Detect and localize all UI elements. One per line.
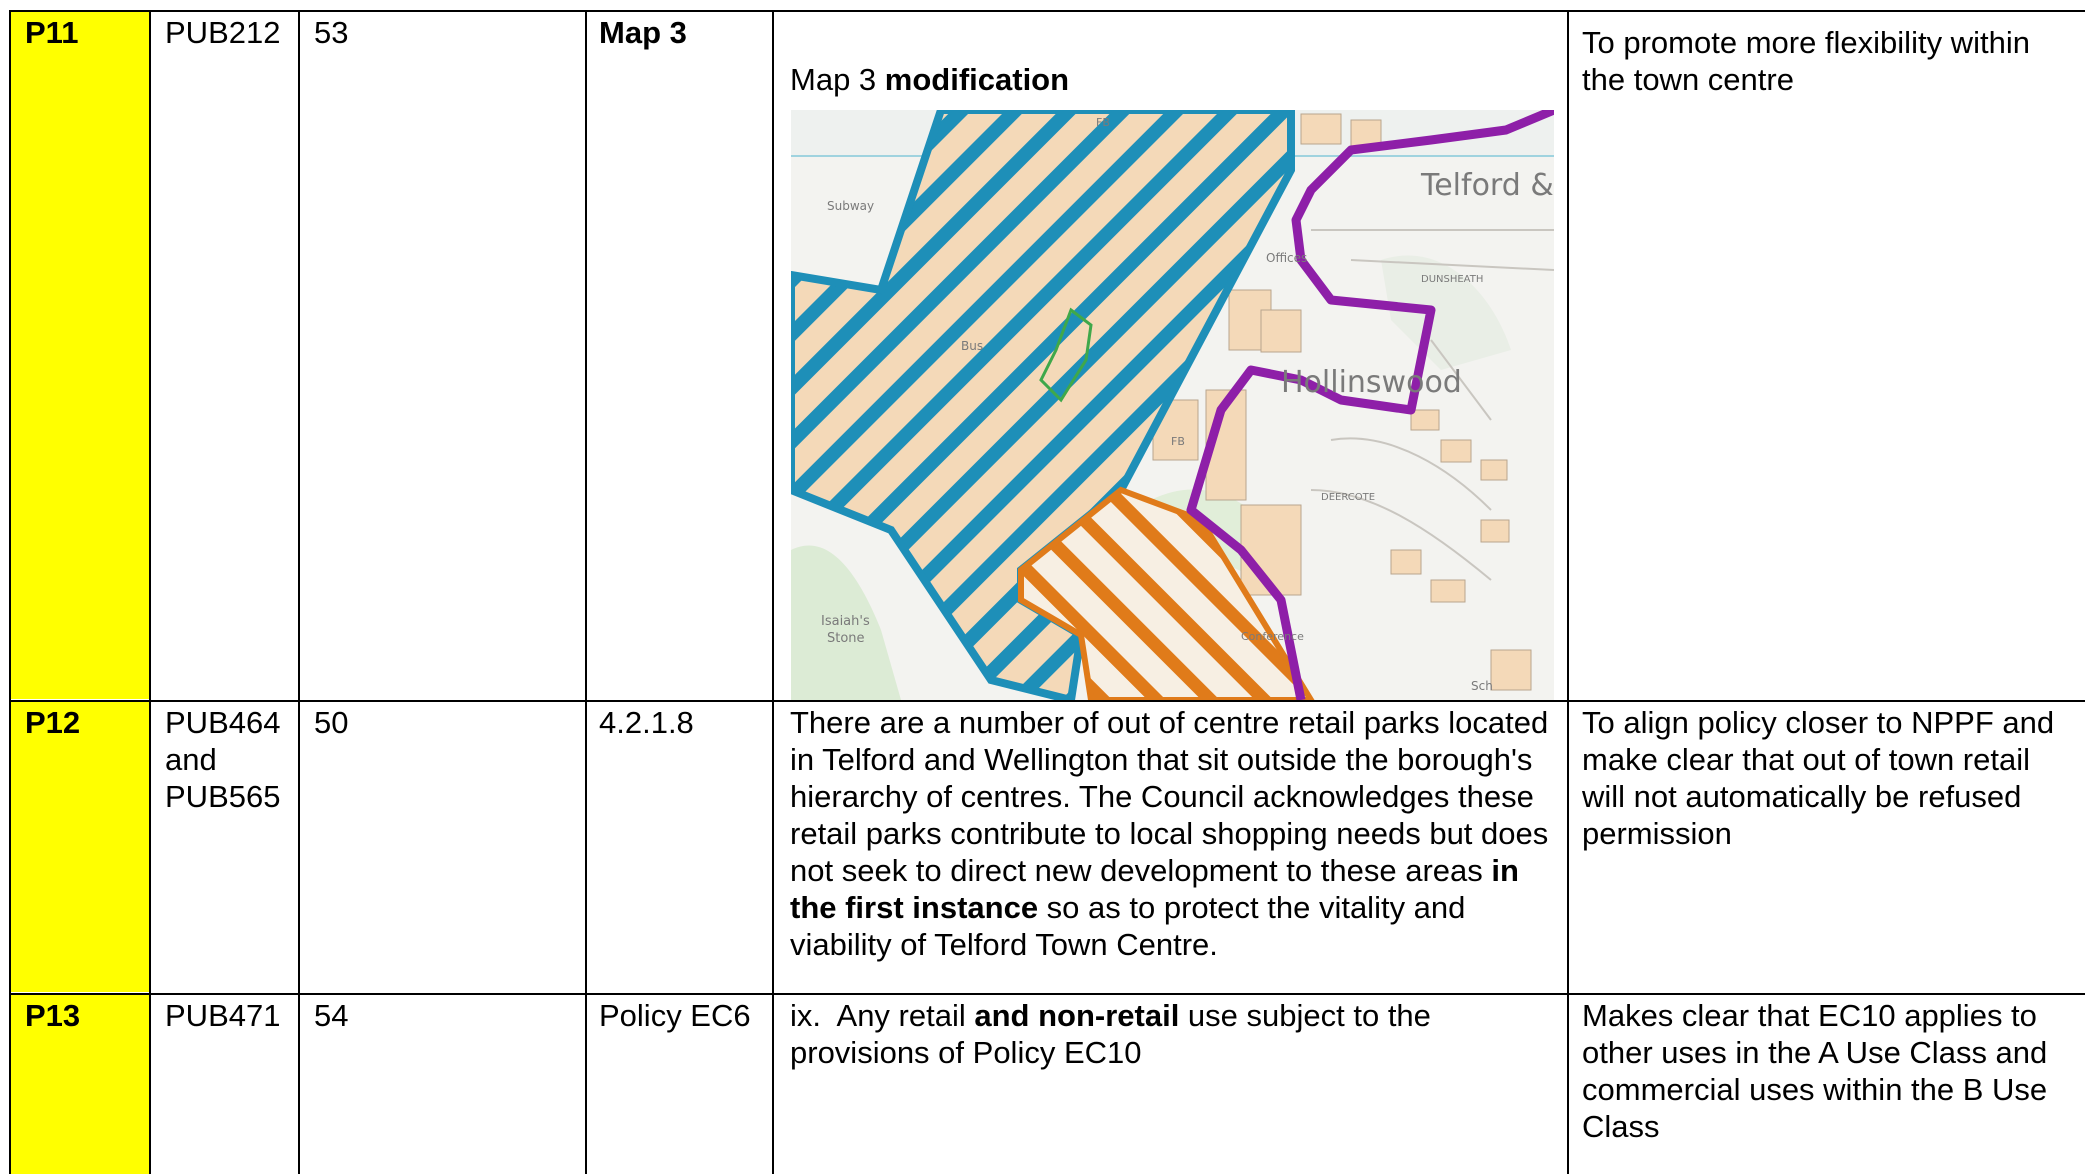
map-label-hollinswood: Hollinswood	[1281, 365, 1462, 400]
table-rule	[9, 993, 2085, 995]
paragraph-ref: Policy EC6	[599, 998, 751, 1033]
document-ref: PUB212	[165, 15, 281, 50]
change-text-bold: and non-retail	[974, 998, 1180, 1033]
table-rule	[585, 10, 587, 1174]
ref-cell-p12	[11, 702, 149, 992]
change-text-part: There are a number of out of centre reta…	[790, 705, 1549, 888]
map-label-isaiah: Isaiah's	[821, 614, 870, 629]
change-text: ix. Any retail and non-retail use subjec…	[790, 997, 1560, 1071]
map-label-bus: Bus	[961, 339, 983, 353]
table-rule	[298, 10, 300, 1174]
table-rule	[9, 10, 2085, 12]
change-title-prefix: Map 3	[790, 62, 885, 97]
map-label-stone: Stone	[827, 631, 865, 646]
table-rule	[149, 10, 151, 1174]
map-label-subway: Subway	[827, 199, 874, 213]
table-rule	[1567, 10, 1569, 1174]
ref-id: P11	[25, 15, 79, 50]
change-text-bold: in the first instance	[790, 853, 1519, 925]
map-label-fb: FB	[1096, 116, 1110, 129]
table-rule	[772, 10, 774, 1174]
reason-text: To align policy closer to NPPF and make …	[1582, 705, 2055, 851]
page-number: 50	[314, 705, 349, 740]
map-label-fb: FB	[1171, 435, 1185, 448]
ref-id: P13	[25, 998, 81, 1033]
change-text-part: use subject to the provisions of Policy …	[790, 998, 1440, 1070]
document-ref: PUB471	[165, 998, 281, 1033]
change-title-bold: modification	[884, 62, 1070, 97]
change-title: Map 3 modification	[790, 61, 1069, 98]
map-label-dunsheath: DUNSHEATH	[1421, 274, 1483, 285]
table-rule	[9, 700, 2085, 702]
change-text: There are a number of out of centre reta…	[790, 704, 1560, 963]
ref-cell-p11	[11, 12, 149, 699]
change-text-part: so as to protect the vitality and viabil…	[790, 890, 1466, 962]
change-text-part: ix. Any retail	[790, 998, 975, 1033]
map-label-sch: Sch	[1471, 679, 1493, 693]
document-ref-line: PUB464	[165, 705, 281, 740]
page-number: 53	[314, 15, 349, 50]
map-label-offices: Offices	[1266, 251, 1307, 265]
map-label-telford: Telford &	[1420, 168, 1554, 203]
reason-text: Makes clear that EC10 applies to other u…	[1582, 998, 2048, 1144]
map-label-conference: Conference	[1241, 630, 1304, 643]
ref-cell-p13	[11, 995, 149, 1174]
page-number: 54	[314, 998, 349, 1033]
paragraph-ref: 4.2.1.8	[599, 705, 694, 740]
paragraph-ref: Map 3	[599, 15, 687, 50]
reason-text: To promote more flexibility within the t…	[1582, 25, 2030, 97]
document-ref-line: PUB565	[165, 779, 281, 814]
table-rule	[9, 10, 11, 1174]
map-label-deercote: DEERCOTE	[1321, 492, 1375, 503]
document-ref-line: and	[165, 742, 217, 777]
map-3-modification: Telford & Hollinswood DUNSHEATH DEERCOTE…	[791, 110, 1554, 700]
ref-id: P12	[25, 705, 81, 740]
